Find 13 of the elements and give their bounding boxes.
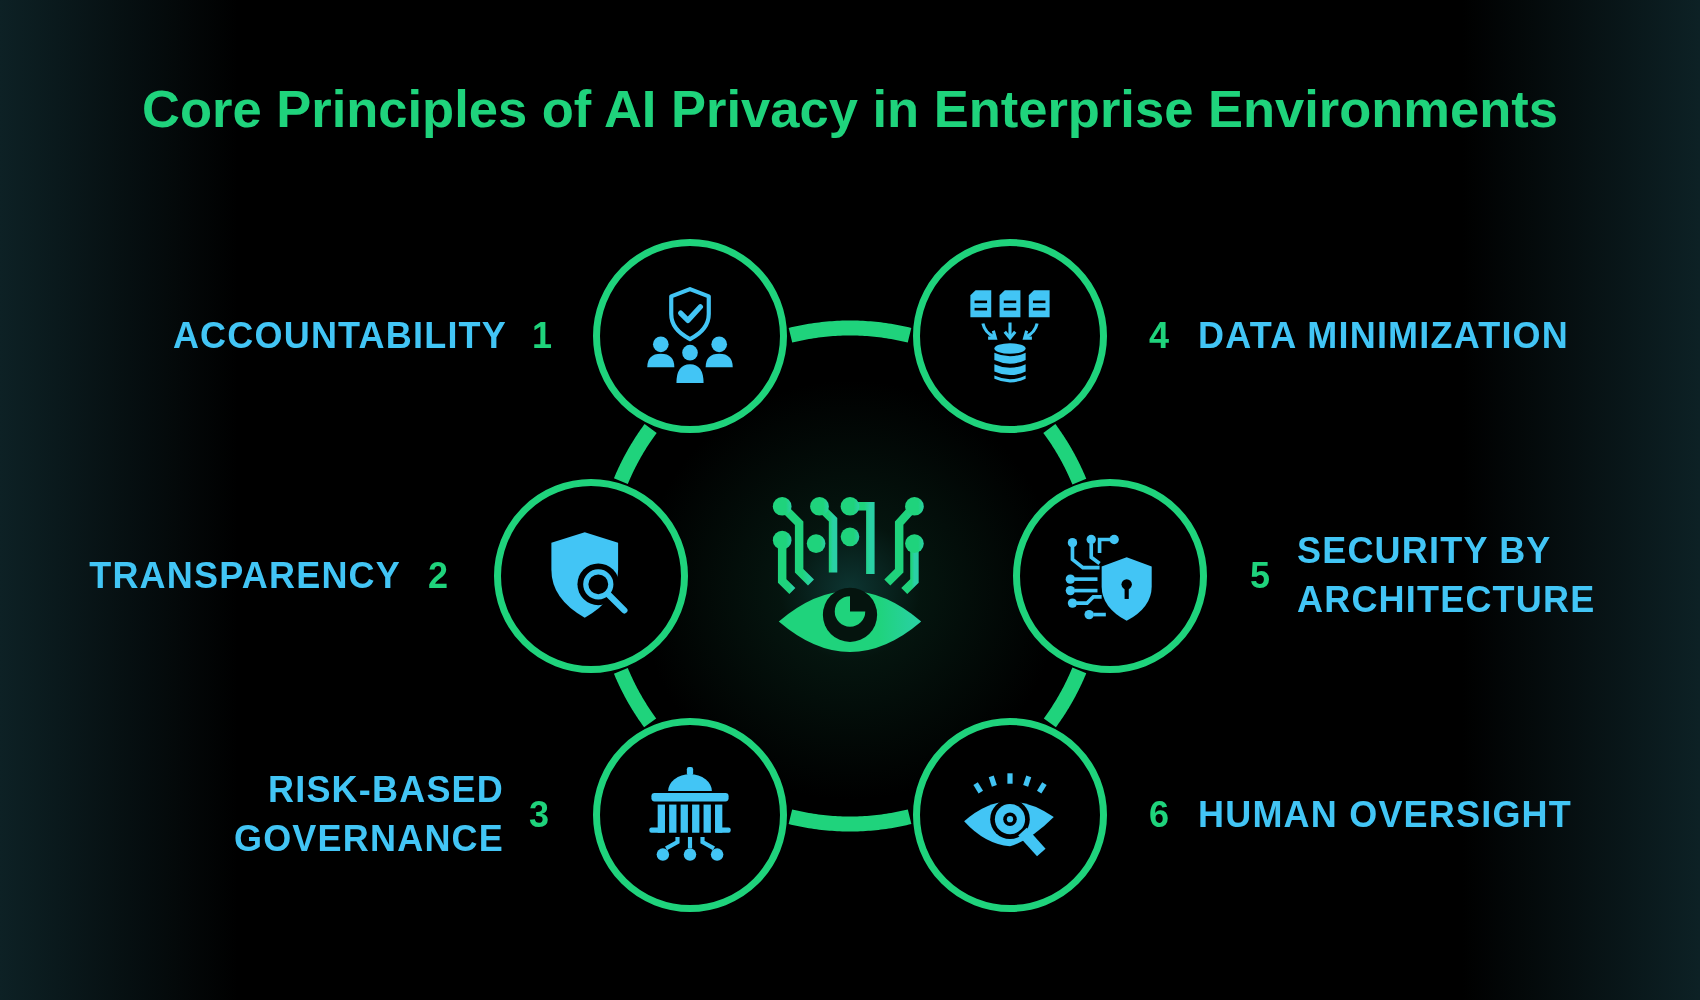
principle-number: 2 <box>428 553 450 598</box>
principle-number: 6 <box>1149 792 1171 837</box>
principle-label: HUMAN OVERSIGHT <box>1198 792 1572 837</box>
principle-number: 4 <box>1149 313 1171 358</box>
title: Core Principles of AI Privacy in Enterprise Environments <box>142 78 1558 140</box>
principle-label: TRANSPARENCY <box>89 553 401 598</box>
principle-label: ACCOUNTABILITY <box>172 313 507 358</box>
principle-number: 3 <box>529 792 551 837</box>
principle-number: 1 <box>532 313 554 358</box>
principle-number: 5 <box>1250 553 1272 598</box>
principle-label: SECURITY BY ARCHITECTURE <box>1297 529 1597 622</box>
principle-label: RISK-BASED GOVERNANCE <box>232 768 504 861</box>
principle-label: DATA MINIMIZATION <box>1198 313 1569 358</box>
